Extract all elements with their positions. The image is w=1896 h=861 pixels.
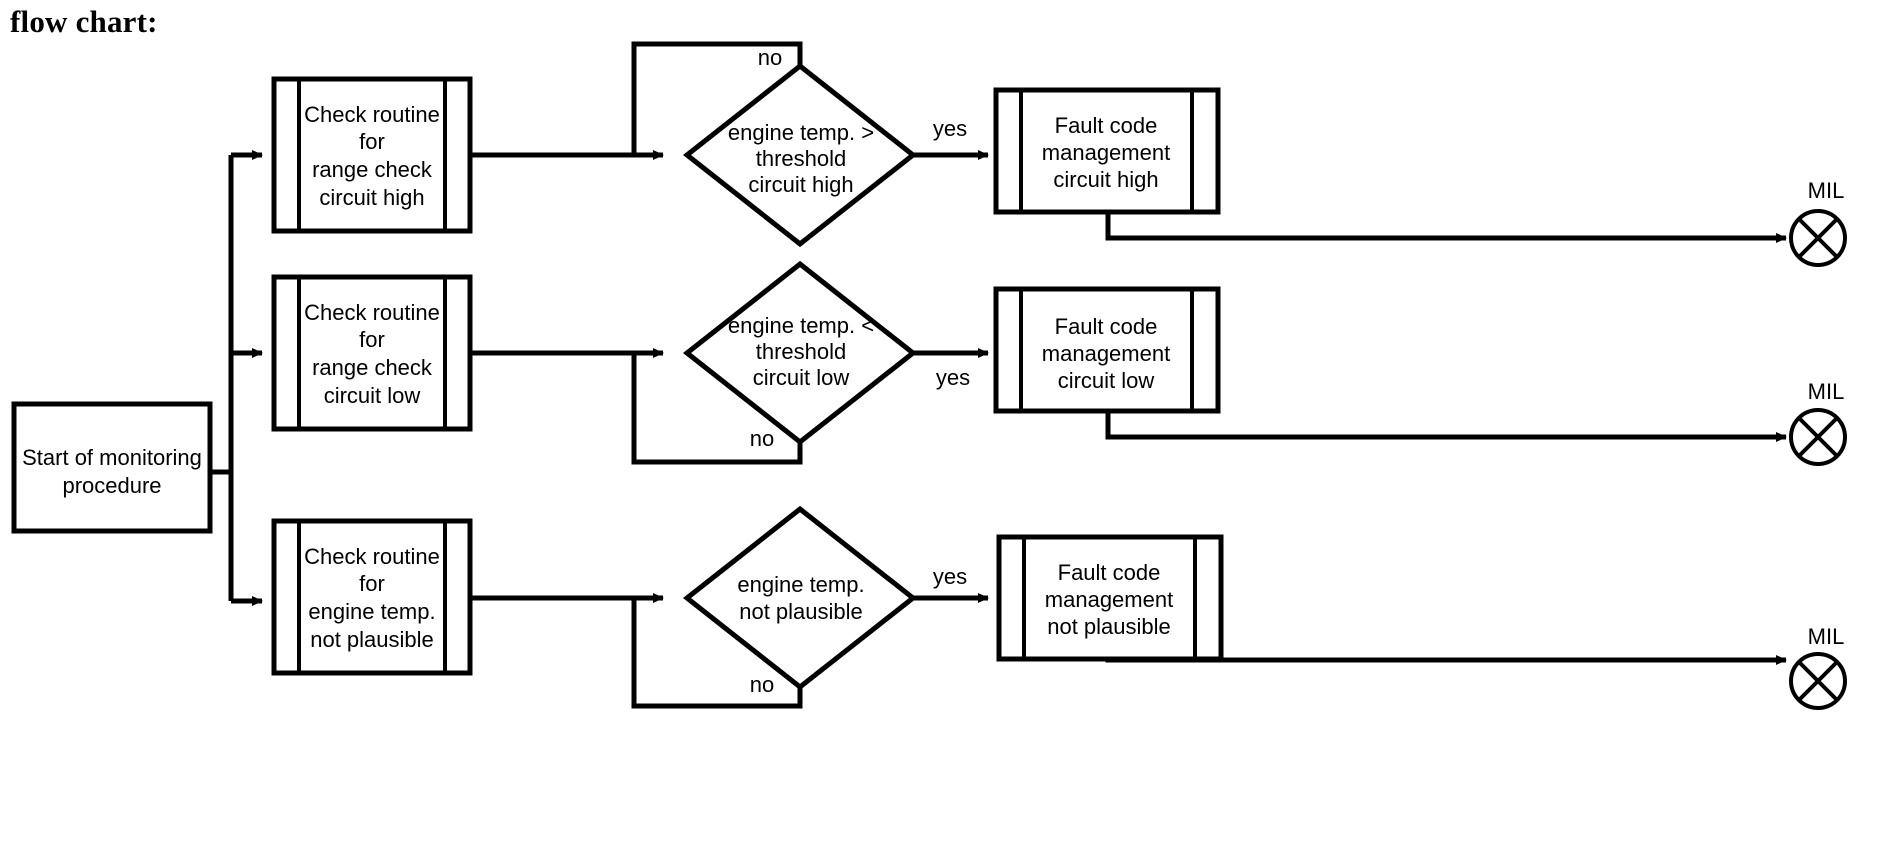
fault-high-line3: circuit high	[1053, 167, 1158, 192]
check-low-line1: Check routine	[304, 300, 440, 325]
fault-plaus-line2: management	[1045, 587, 1173, 612]
check-plaus-line2: for	[359, 571, 385, 596]
node-check-routine-circuit-high[interactable]: Check routine for range check circuit hi…	[271, 76, 473, 234]
decision-low-line2: threshold	[756, 339, 847, 364]
mil-low-label: MIL	[1808, 379, 1845, 404]
node-mil-indicator-low[interactable]: MIL	[1789, 379, 1847, 466]
fault-low-line2: management	[1042, 341, 1170, 366]
node-start[interactable]: Start of monitoring procedure	[11, 401, 213, 534]
fault-plaus-line1: Fault code	[1058, 560, 1161, 585]
check-low-line3: range check	[312, 355, 433, 380]
fault-plaus-line3: not plausible	[1047, 614, 1171, 639]
node-mil-indicator-high[interactable]: MIL	[1789, 178, 1847, 267]
edge-label-no-high: no	[758, 45, 782, 70]
node-start-line2: procedure	[62, 473, 161, 498]
check-plaus-line3: engine temp.	[308, 599, 435, 624]
fault-high-line1: Fault code	[1055, 113, 1158, 138]
check-low-line4: circuit low	[324, 383, 421, 408]
node-fault-code-not-plausible[interactable]: Fault code management not plausible	[996, 534, 1224, 662]
check-high-line3: range check	[312, 157, 433, 182]
node-fault-code-circuit-high[interactable]: Fault code management circuit high	[993, 87, 1221, 215]
edge-label-yes-low: yes	[936, 365, 970, 390]
node-mil-indicator-plausible[interactable]: MIL	[1789, 624, 1847, 710]
fault-low-line3: circuit low	[1058, 368, 1155, 393]
edge-no-loop-plaus	[631, 598, 803, 709]
decision-high-line2: threshold	[756, 146, 847, 171]
edge-fault-low-to-mil-low	[1105, 410, 1787, 442]
mil-high-label: MIL	[1808, 178, 1845, 203]
fault-high-line2: management	[1042, 140, 1170, 165]
fault-low-line1: Fault code	[1055, 314, 1158, 339]
mil-plaus-label: MIL	[1808, 624, 1845, 649]
check-plaus-line1: Check routine	[304, 544, 440, 569]
edge-start-to-branches	[210, 150, 263, 606]
decision-low-line1: engine temp. <	[728, 313, 874, 338]
check-high-line4: circuit high	[319, 185, 424, 210]
decision-high-line3: circuit high	[748, 172, 853, 197]
edge-label-no-low: no	[750, 426, 774, 451]
node-decision-circuit-low[interactable]: engine temp. < threshold circuit low	[682, 260, 918, 446]
node-fault-code-circuit-low[interactable]: Fault code management circuit low	[993, 286, 1221, 414]
node-check-routine-circuit-low[interactable]: Check routine for range check circuit lo…	[271, 274, 473, 432]
node-check-routine-not-plausible[interactable]: Check routine for engine temp. not plaus…	[271, 518, 473, 676]
decision-high-line1: engine temp. >	[728, 120, 874, 145]
edge-label-yes-high: yes	[933, 116, 967, 141]
node-decision-not-plausible[interactable]: engine temp. not plausible	[682, 505, 918, 691]
page-title: flow chart:	[10, 4, 158, 39]
decision-plaus-line2: not plausible	[739, 599, 863, 624]
check-plaus-line4: not plausible	[310, 627, 434, 652]
check-low-line2: for	[359, 327, 385, 352]
edge-label-yes-plaus: yes	[933, 564, 967, 589]
edge-label-no-plaus: no	[750, 672, 774, 697]
edge-no-loop-high	[631, 41, 803, 155]
edge-no-loop-low	[631, 353, 803, 465]
decision-low-line3: circuit low	[753, 365, 850, 390]
node-decision-circuit-high[interactable]: engine temp. > threshold circuit high	[682, 62, 918, 248]
edge-fault-high-to-mil-high	[1105, 212, 1787, 243]
check-high-line2: for	[359, 129, 385, 154]
node-start-line1: Start of monitoring	[22, 445, 202, 470]
check-high-line1: Check routine	[304, 102, 440, 127]
decision-plaus-line1: engine temp.	[737, 572, 864, 597]
